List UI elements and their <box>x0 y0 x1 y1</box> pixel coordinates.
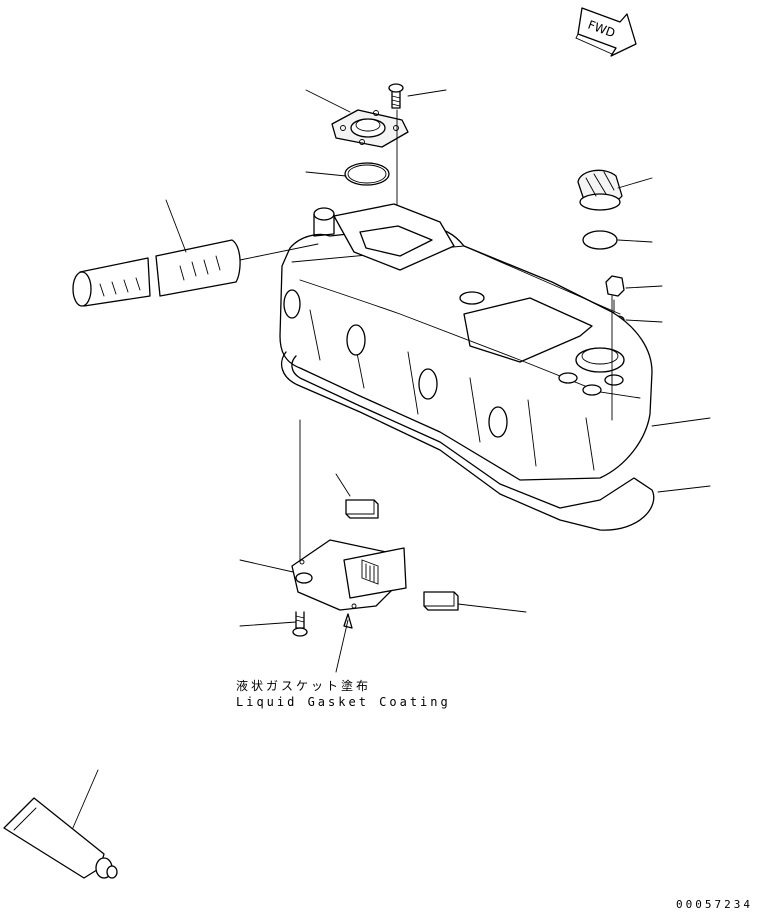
annotation-japanese: 液状ガスケット塗布 <box>236 678 371 693</box>
oil-filler-cap <box>577 169 623 211</box>
fwd-text: FWD <box>586 18 617 41</box>
o-ring-small <box>344 162 390 186</box>
leader-lines <box>71 89 711 831</box>
valve-cover <box>279 203 653 481</box>
cover-gasket <box>280 351 655 531</box>
grommet-right <box>423 591 459 611</box>
grommet-top <box>345 499 379 519</box>
gasket-pointer-arrow <box>335 613 353 673</box>
connector-plate <box>291 539 407 611</box>
annotation-english: Liquid Gasket Coating <box>236 695 451 709</box>
breather-cap-plate <box>331 109 409 148</box>
o-ring-filler <box>582 230 618 250</box>
gasket-tube <box>3 797 118 879</box>
bolt-top <box>388 83 404 211</box>
hose <box>72 239 241 307</box>
fwd-arrow-marker: FWD <box>575 7 637 57</box>
bolt-lower <box>292 611 308 637</box>
drawing-number: 00057234 <box>676 898 753 911</box>
